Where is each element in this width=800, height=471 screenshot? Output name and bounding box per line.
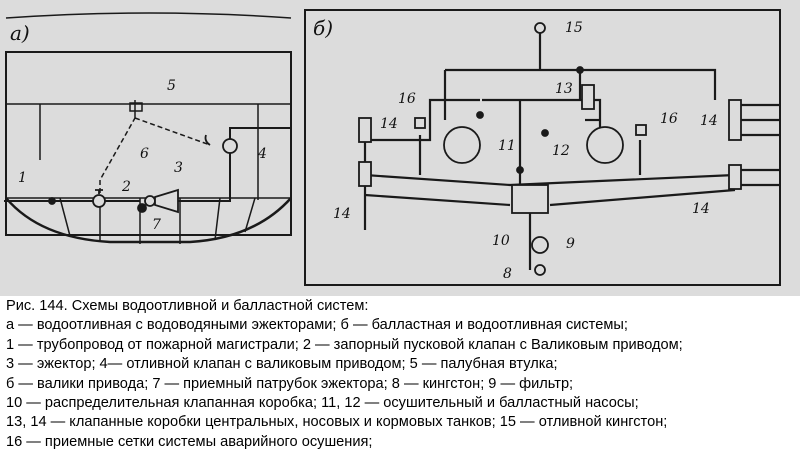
label-b-12: 12 xyxy=(552,143,570,159)
schematic-figure: а) 1 2 3 4 5 6 7 xyxy=(0,0,800,296)
caption-line: 10 — распределительная клапанная коробка… xyxy=(6,394,639,411)
panel-a-letter: а) xyxy=(10,21,30,45)
label-a-1: 1 xyxy=(18,170,27,186)
caption-line: 3 — эжектор; 4— отливной клапан с валико… xyxy=(6,356,558,373)
panel-a-components xyxy=(48,134,238,214)
label-b-13: 13 xyxy=(555,81,573,97)
caption-line: 1 — трубопровод от пожарной магистрали; … xyxy=(6,336,683,353)
panel-b-piping xyxy=(363,28,780,270)
panel-b-frame xyxy=(304,9,781,286)
panel-b-components xyxy=(358,22,742,276)
panel-b-labels: б) 8 9 10 11 12 13 14 14 14 14 15 16 16 xyxy=(313,16,718,282)
panel-a-labels: а) 1 2 3 4 5 6 7 xyxy=(10,21,267,233)
label-a-5: 5 xyxy=(167,78,176,94)
label-b-9: 9 xyxy=(566,236,575,252)
label-a-2: 2 xyxy=(121,179,131,195)
panel-b-letter: б) xyxy=(313,16,333,40)
caption-line: б — валики привода; 7 — приемный патрубо… xyxy=(6,375,574,392)
label-b-8: 8 xyxy=(503,266,512,282)
label-a-6: 6 xyxy=(140,146,149,162)
label-a-7: 7 xyxy=(152,217,161,233)
label-a-4: 4 xyxy=(257,146,267,162)
label-b-16-left: 16 xyxy=(398,91,416,107)
caption-line: 13, 14 — клапанные коробки центральных, … xyxy=(6,414,668,431)
label-b-11: 11 xyxy=(498,138,516,154)
label-b-15: 15 xyxy=(565,20,583,36)
caption-title: Рис. 144. Схемы водоотливной и балластно… xyxy=(6,298,369,314)
schematic-svg: а) 1 2 3 4 5 6 7 xyxy=(4,9,781,286)
label-b-14-lower-right: 14 xyxy=(692,201,710,217)
panel-a-hull xyxy=(4,12,292,244)
figure-caption: Рис. 144. Схемы водоотливной и балластно… xyxy=(6,297,796,452)
label-b-14-lower-left: 14 xyxy=(333,206,351,222)
label-b-14-upper-right: 14 xyxy=(700,113,718,129)
label-b-16-right: 16 xyxy=(660,111,678,127)
label-a-3: 3 xyxy=(174,160,183,176)
caption-line: а — водоотливная с водоводяными эжектора… xyxy=(6,317,628,334)
label-b-10: 10 xyxy=(492,233,510,249)
label-b-14-upper-left: 14 xyxy=(380,116,398,132)
caption-line: 16 — приемные сетки системы аварийного о… xyxy=(6,433,373,450)
